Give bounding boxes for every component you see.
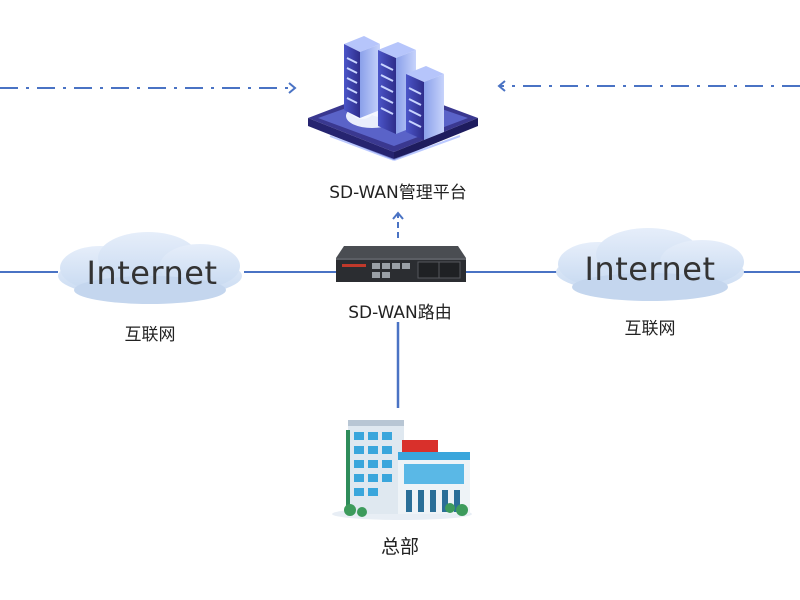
internet-left-text: Internet [86, 254, 218, 292]
internet-left-label: 互联网 [124, 325, 176, 345]
internet-right-label: 互联网 [624, 319, 676, 339]
router-icon [336, 246, 466, 282]
internet-cloud-left-icon [58, 232, 242, 304]
headquarters-building-icon [332, 420, 472, 520]
headquarters-label: 总部 [380, 536, 419, 558]
management-platform-label: SD-WAN管理平台 [329, 183, 467, 203]
router-label: SD-WAN路由 [348, 303, 452, 323]
server-cluster-icon [308, 36, 478, 161]
internet-cloud-right-icon [556, 228, 744, 301]
internet-right-text: Internet [584, 250, 716, 288]
